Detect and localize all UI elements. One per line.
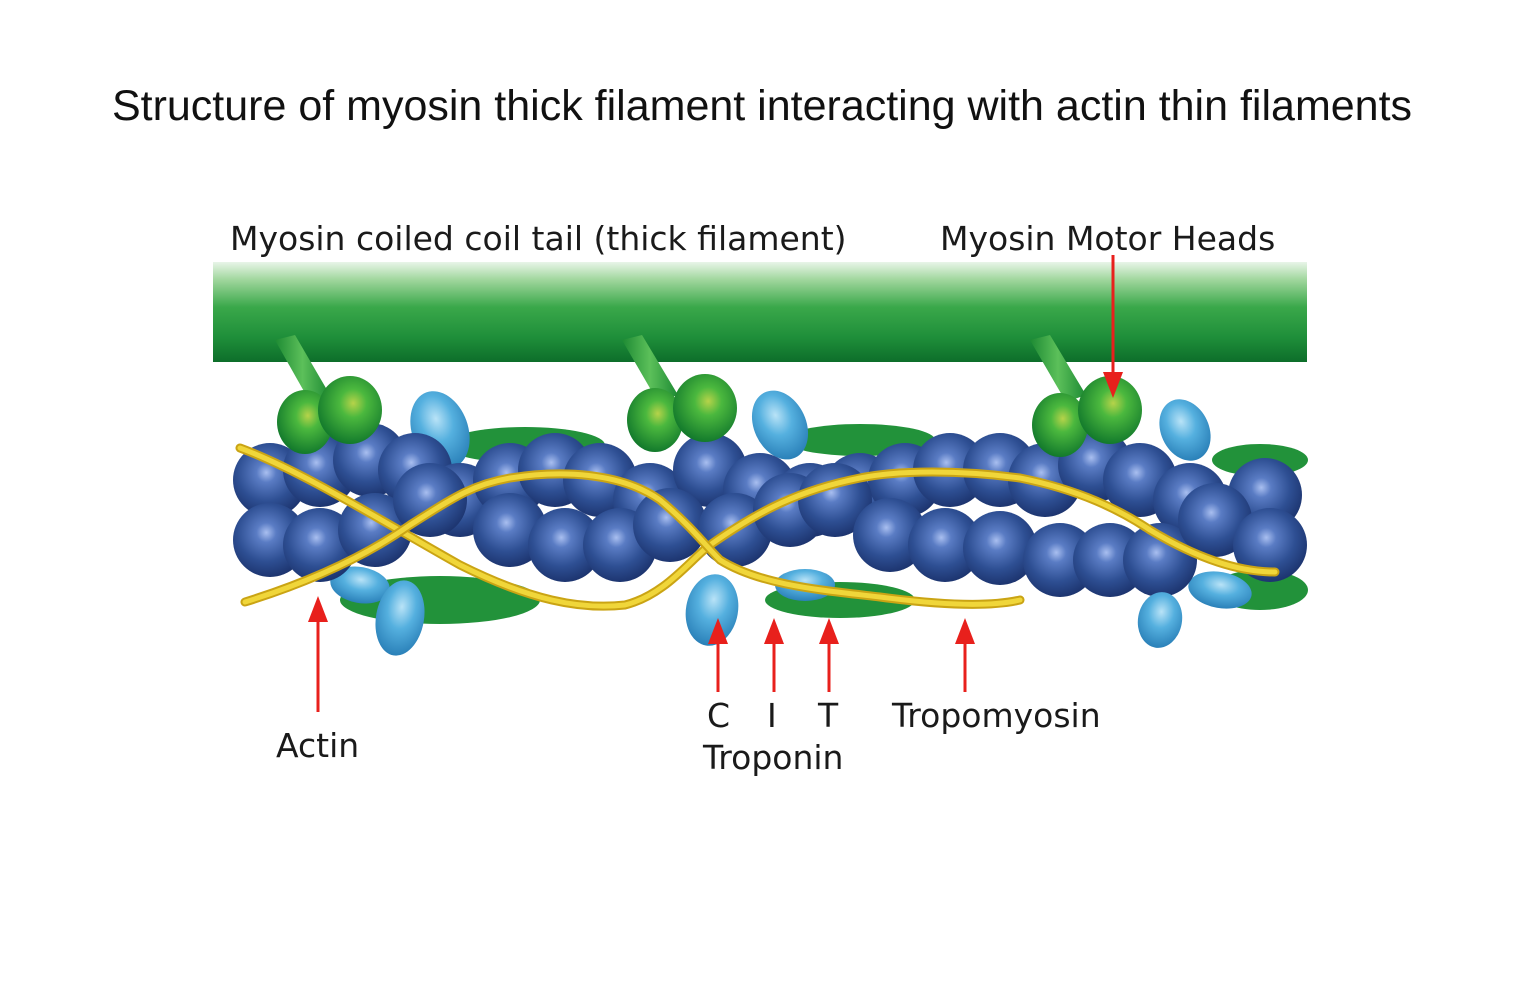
label-myosin-tail: Myosin coiled coil tail (thick filament): [230, 219, 847, 258]
diagram-title: Structure of myosin thick filament inter…: [111, 82, 1413, 130]
troponin-blob: [685, 574, 739, 646]
troponin-blob: [1137, 592, 1183, 648]
arrow-motor-heads: [1103, 255, 1123, 398]
label-motor-heads: Myosin Motor Heads: [940, 219, 1275, 258]
troponin-blobs-front: [375, 574, 1183, 656]
label-actin: Actin: [276, 726, 359, 765]
troponin-blob: [1188, 571, 1252, 609]
actin-monomer: [853, 498, 927, 572]
label-troponin: Troponin: [702, 738, 843, 777]
actin-monomer: [963, 511, 1037, 585]
troponin-blob: [1159, 399, 1211, 461]
arrow-troponin-i: [764, 618, 784, 692]
label-tropomyosin: Tropomyosin: [891, 696, 1101, 735]
tropomyosin-strand: [235, 443, 1280, 611]
actin-monomer: [908, 508, 982, 582]
actin-monomer: [528, 508, 602, 582]
pointer-arrows: [308, 255, 1123, 712]
arrow-troponin-c: [708, 618, 728, 692]
thick-filament: [213, 262, 1307, 362]
arrow-troponin-t: [819, 618, 839, 692]
myosin-motor-heads: [277, 374, 1142, 457]
troponin-blob: [751, 390, 809, 460]
actin-monomer: [393, 463, 467, 537]
troponin-blob: [330, 566, 390, 604]
arrow-tropomyosin: [955, 618, 975, 692]
myosin-stalks: [275, 335, 1086, 402]
label-troponin-t: T: [817, 696, 839, 735]
actin-monomer: [1233, 508, 1307, 582]
label-troponin-c: C: [707, 696, 730, 735]
arrow-actin: [308, 596, 328, 712]
label-troponin-i: I: [767, 696, 777, 735]
actin-monomer: [338, 493, 412, 567]
troponin-blob: [375, 580, 425, 656]
actin-monomer: [633, 488, 707, 562]
actin-monomer: [1178, 483, 1252, 557]
